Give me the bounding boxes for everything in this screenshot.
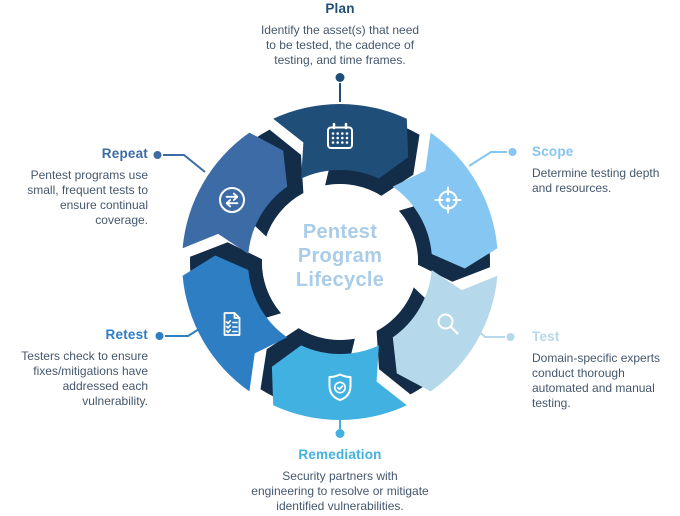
remediation-connector-dot [335, 429, 345, 438]
stage-block-plan: Plan Identify the asset(s) that need to … [190, 1, 490, 68]
stage-label-plan: Plan [325, 1, 355, 16]
retest-connector-line [165, 320, 213, 337]
connectors [153, 73, 517, 438]
stage-label-test: Test [532, 329, 560, 344]
center-circle [262, 184, 418, 340]
stage-label-retest: Retest [105, 327, 148, 342]
stage-description-remediation: Security partners with engineering to re… [251, 469, 429, 513]
stage-block-test: Test Domain-specific experts conduct tho… [532, 329, 678, 411]
plan-connector-dot [335, 73, 345, 82]
stage-description-plan: Identify the asset(s) that need to be te… [260, 23, 420, 67]
ring-segments [182, 103, 498, 421]
stage-icons [219, 122, 462, 401]
repeat-connector-line [163, 154, 206, 173]
stage-label-scope: Scope [532, 144, 574, 159]
stage-description-scope: Determine testing depth and resources. [532, 166, 660, 195]
test-connector-dot [506, 333, 515, 341]
stage-description-test: Domain-specific experts conduct thorough… [532, 351, 661, 410]
stage-block-scope: Scope Determine testing depth and resour… [532, 144, 678, 196]
repeat-connector-dot [153, 151, 162, 159]
retest-connector-dot [155, 332, 164, 340]
calendar-icon [327, 122, 353, 149]
magnifier-icon [437, 313, 459, 335]
shield-check-icon [328, 373, 352, 401]
test-connector-line [468, 321, 505, 338]
segment-plan [273, 103, 409, 179]
scope-connector-line [468, 151, 507, 167]
stage-block-remediation: Remediation Security partners with engin… [180, 447, 500, 514]
diagram-title: Pentest Program Lifecycle [295, 221, 385, 291]
target-icon [434, 186, 462, 214]
stage-description-repeat: Pentest programs use small, frequent tes… [27, 168, 148, 227]
stage-label-remediation: Remediation [298, 447, 382, 462]
segment-test [392, 270, 498, 392]
repeat-icon [219, 187, 245, 213]
segment-retest [182, 255, 288, 392]
segment-repeat [182, 132, 288, 254]
scope-connector-dot [508, 148, 517, 156]
stage-block-repeat: Repeat Pentest programs use small, frequ… [2, 146, 148, 228]
document-check-icon [223, 312, 241, 336]
stage-description-retest: Testers check to ensure fixes/mitigation… [21, 349, 148, 408]
stage-block-retest: Retest Testers check to ensure fixes/mit… [2, 327, 148, 409]
stage-label-repeat: Repeat [101, 146, 148, 161]
segment-scope [392, 132, 498, 269]
